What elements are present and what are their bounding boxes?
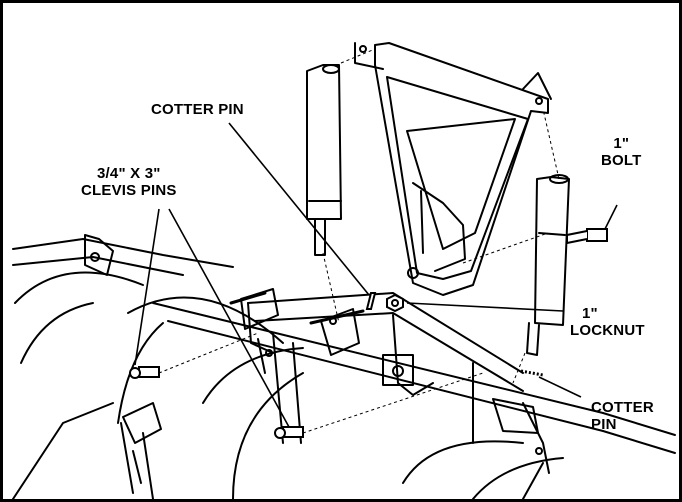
leader-lines <box>134 122 618 428</box>
left-hydraulic-cylinder <box>306 64 342 256</box>
cotter-pin-right-part <box>520 369 544 377</box>
blade-lift-frame <box>122 288 550 484</box>
clevis-pin-lower-part <box>274 426 304 439</box>
label-cotter-pin-right: COTTER PIN <box>591 399 654 433</box>
right-hydraulic-cylinder <box>526 174 570 356</box>
alignment-lines <box>158 48 560 434</box>
exploded-assembly-drawing <box>12 42 676 499</box>
cotter-pin-top-part <box>365 292 377 310</box>
plow-blade <box>12 234 676 499</box>
locknut-part <box>386 293 404 313</box>
clevis-pin-left-part <box>129 366 160 379</box>
label-locknut: 1" LOCKNUT <box>570 305 645 339</box>
a-frame-mount <box>354 42 552 296</box>
label-cotter-pin-top: COTTER PIN <box>151 101 244 118</box>
label-clevis-pins: 3/4" X 3" CLEVIS PINS <box>81 165 177 199</box>
bolt-part <box>566 228 608 245</box>
label-bolt: 1" BOLT <box>601 135 642 169</box>
